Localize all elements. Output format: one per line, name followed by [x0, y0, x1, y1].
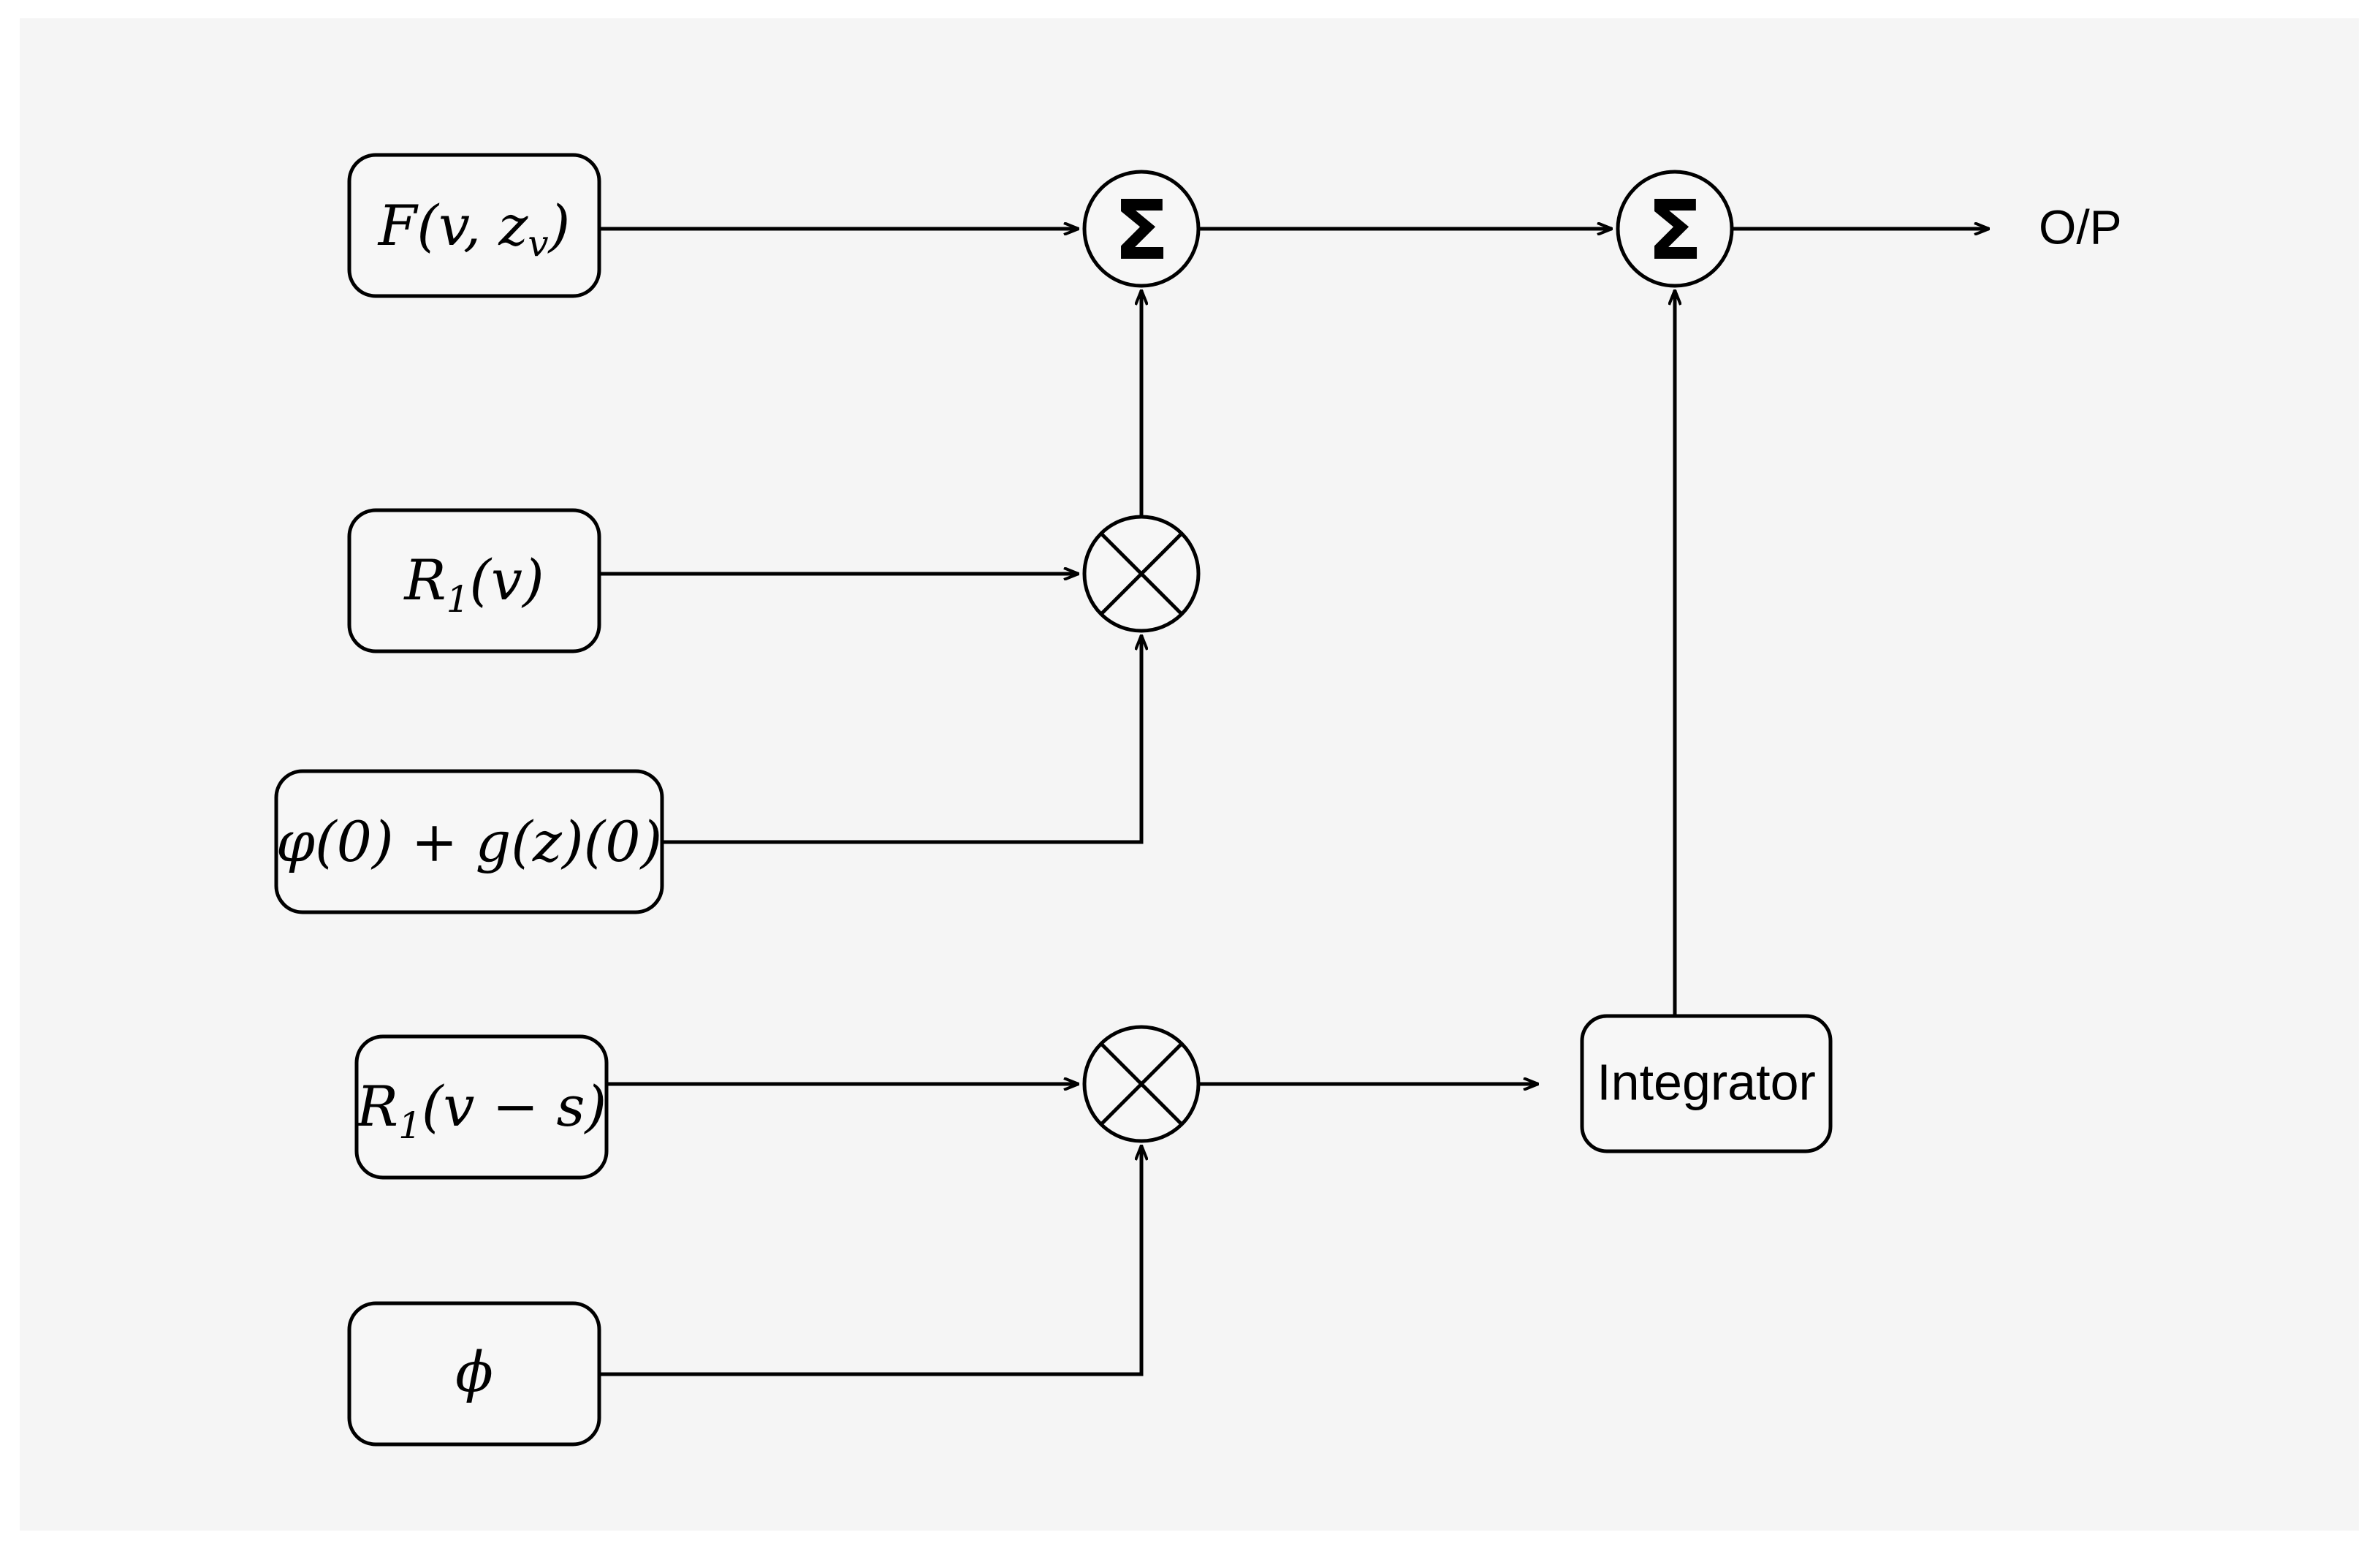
output-label: O/P	[2039, 200, 2122, 254]
node-r1vs-shape[interactable]	[354, 1034, 609, 1180]
node-sum-1-shape[interactable]	[1082, 170, 1201, 288]
multiply-icon-stroke-b	[1100, 1042, 1183, 1126]
node-sum-2-shape[interactable]	[1616, 170, 1734, 288]
node-integrator[interactable]: Integrator	[1580, 1014, 1833, 1153]
node-layer: F(v, zv) R1(v) φ(0) + g(z)(0) R1(v − s) …	[274, 153, 2122, 1447]
node-r1vs[interactable]: R1(v − s)	[354, 1034, 609, 1180]
node-r1v-label: R1(v)	[403, 547, 544, 621]
node-phi-label: ϕ	[455, 1339, 493, 1404]
multiply-icon-stroke-b	[1100, 532, 1183, 615]
node-mult-1[interactable]	[1082, 515, 1201, 633]
node-f-shape[interactable]	[347, 153, 601, 298]
node-phi[interactable]: ϕ	[347, 1301, 601, 1447]
node-phi-g[interactable]: φ(0) + g(z)(0)	[274, 769, 664, 914]
node-r1vs-label: R1(v − s)	[355, 1074, 607, 1147]
node-f[interactable]: F(v, zv)	[347, 153, 601, 298]
node-sum-2[interactable]: Σ	[1616, 170, 1734, 288]
node-phi-g-shape[interactable]	[274, 769, 664, 914]
node-sum-1-label: Σ	[1114, 183, 1170, 278]
edge-layer	[599, 229, 1989, 1376]
edge-phig-to-mult1	[662, 635, 1141, 844]
node-integrator-label: Integrator	[1597, 1053, 1816, 1110]
node-r1v-shape[interactable]	[347, 508, 601, 653]
node-sum-1[interactable]: Σ	[1082, 170, 1201, 288]
node-sum-2-label: Σ	[1647, 183, 1703, 278]
node-r1v[interactable]: R1(v)	[347, 508, 601, 653]
node-phi-g-label: φ(0) + g(z)(0)	[276, 809, 663, 874]
node-integrator-shape[interactable]	[1580, 1014, 1833, 1153]
node-mult-2[interactable]	[1082, 1025, 1201, 1143]
edge-phi-to-mult2	[599, 1145, 1141, 1376]
node-phi-shape[interactable]	[347, 1301, 601, 1447]
